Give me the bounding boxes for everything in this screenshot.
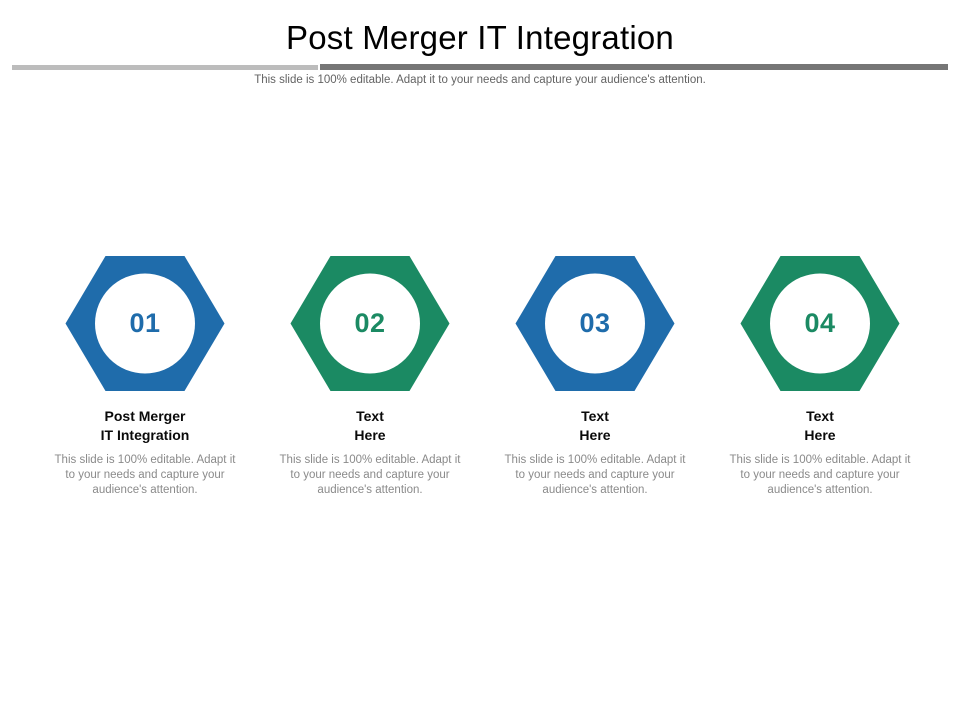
step-heading-line-1: Post Merger	[104, 408, 186, 424]
step-number: 03	[579, 308, 611, 338]
hexagon-badge[interactable]: 01	[64, 255, 226, 392]
hexagon-shape-icon	[65, 256, 225, 391]
step-heading-line-1: Text	[806, 408, 834, 424]
page-title: Post Merger IT Integration	[286, 19, 674, 56]
hexagon-badge[interactable]: 02	[289, 255, 451, 392]
hexagon-shape-icon	[515, 256, 675, 391]
step-heading-line-2: Here	[804, 427, 836, 443]
step-heading: Text Here	[707, 407, 933, 445]
step-heading: Text Here	[482, 407, 708, 445]
hexagon-shape-icon	[290, 256, 450, 391]
step-heading-line-1: Text	[581, 408, 609, 424]
step-number: 02	[354, 308, 386, 338]
divider-segment-dark	[320, 64, 948, 70]
step-body-text: This slide is 100% editable. Adapt it to…	[729, 454, 911, 497]
hexagon-badge[interactable]: 03	[514, 255, 676, 392]
step-body-text: This slide is 100% editable. Adapt it to…	[504, 454, 686, 497]
step-heading-line-2: Here	[579, 427, 611, 443]
hexagon-inner-circle	[320, 273, 420, 374]
step-column[interactable]: 02 Text Here This slide is 100% editable…	[257, 255, 483, 545]
step-column[interactable]: 01 Post Merger IT Integration This slide…	[32, 255, 258, 545]
hexagon-step-row: 01 Post Merger IT Integration This slide…	[0, 255, 960, 545]
hexagon-inner-circle	[545, 273, 645, 374]
step-column[interactable]: 04 Text Here This slide is 100% editable…	[707, 255, 933, 545]
step-heading: Text Here	[257, 407, 483, 445]
step-heading-line-1: Text	[356, 408, 384, 424]
hexagon-shape-icon	[740, 256, 900, 391]
step-heading: Post Merger IT Integration	[32, 407, 258, 445]
step-heading-line-2: IT Integration	[100, 427, 190, 443]
step-column[interactable]: 03 Text Here This slide is 100% editable…	[482, 255, 708, 545]
step-body-text: This slide is 100% editable. Adapt it to…	[279, 454, 461, 497]
divider-segment-light	[12, 65, 318, 70]
hexagon-inner-circle	[770, 273, 870, 374]
hexagon-badge[interactable]: 04	[739, 255, 901, 392]
page-subtitle: This slide is 100% editable. Adapt it to…	[254, 74, 706, 86]
hexagon-inner-circle	[95, 273, 195, 374]
step-body-text: This slide is 100% editable. Adapt it to…	[54, 454, 236, 497]
title-divider	[12, 64, 948, 71]
step-heading-line-2: Here	[354, 427, 386, 443]
step-number: 04	[804, 308, 836, 338]
step-number: 01	[129, 308, 161, 338]
